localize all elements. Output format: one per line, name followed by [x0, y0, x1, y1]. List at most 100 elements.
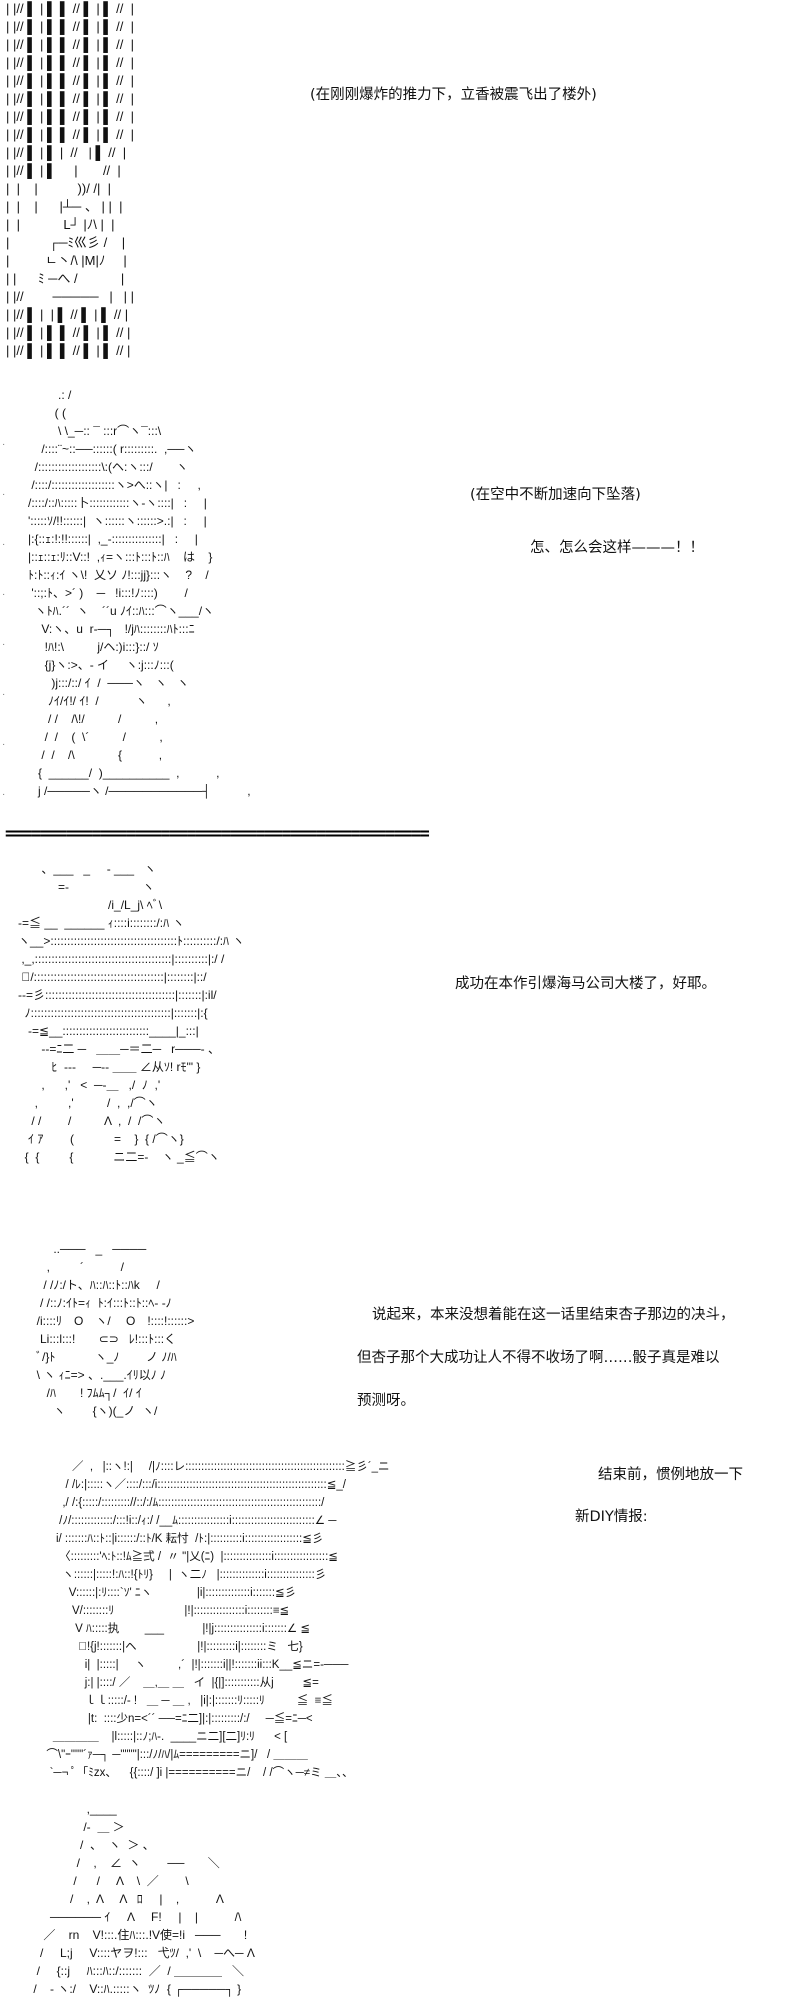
ascii-art-line: )j:::/::/ ｲ / ───ヽ ヽ ヽ [8, 676, 189, 690]
ascii-art-line: /::::¨~::──::::::( r:::::::::. ,──ヽ [8, 442, 197, 456]
ascii-art-line: ／ , |::ヽ!:| /|ﾉ::::レ::::::::::::::::::::… [40, 1461, 390, 1473]
ascii-art-line: | |// ▌ | ▌ ▌ // ▌ | ▌ // | [6, 73, 134, 88]
ascii-art-line: |:{::ｪ:!:!!::::::| ,_‐:::::::::::::::| :… [8, 532, 198, 546]
ascii-art-line: /:::::::::::::::::::\:(ヘ:ヽ:::/ ヽ [8, 460, 189, 474]
ascii-art-line: i| |:::::| ヽ ,´ |!|:::::::i||!:::::::ii:… [40, 1659, 349, 1671]
caption-panel-1: (在刚刚爆炸的推力下，立香被震飞出了楼外) [310, 87, 597, 103]
ascii-art-line: , ,' / , ,/⌒ヽ [8, 1096, 158, 1110]
ascii-art-line: / , ∠ ヽ ── ＼ [30, 1856, 220, 1870]
ascii-art-line: | |// ───── | | | [6, 289, 134, 304]
ascii-art-line: ‐=≦__::::::::::::::::::::::::::____|_:::… [8, 1024, 199, 1038]
ascii-art-line: /::::/:::::::::::::::::::ヽ>へ::ヽ| : , [8, 478, 201, 492]
ascii-art-line: | |// ▌ | ▌ ▌ // ▌ | ▌ // | [6, 343, 131, 358]
ascii-art-line: ,/ /:{:::::/::::::::://::/:/ﾑ:::::::::::… [40, 1497, 325, 1509]
ascii-art-line: .: / [8, 388, 72, 402]
ascii-art-line: ヽ {ヽ)(_ノ ヽ/ [10, 1404, 158, 1418]
ascii-art-line: V:ヽ、u r‐─┐ !/jﾊ::::::::ﾊﾄ:::ﾆ [8, 622, 195, 636]
ascii-art-line: / L;j V::::ヤヲ!::: 弋ﾂ/ ,' \ ─へ─ Λ [30, 1946, 255, 1960]
ascii-art-panel-4: ..─── _ ──── , ´ / / /ﾉ:/ト、ﾊ::ﾊ::ﾄ::ﾊk /… [10, 1240, 194, 1420]
ascii-art-line: Li:::l:::! ⊂⊃ ﾚ!:::ﾄ:::く [10, 1332, 177, 1346]
ascii-art-line: '::;:ﾄ、>´ ) ─ !i:::!ﾉ::::) / [8, 586, 188, 600]
margin-dots: ········ [2, 439, 6, 800]
ascii-art-line: / / /\ { , [8, 748, 163, 762]
ascii-art-line: ,____ [30, 1802, 117, 1816]
ascii-art-line: ﾞ/}ﾄ ヽ_ﾉ ノ ﾉ/ﾊ [10, 1350, 177, 1364]
ascii-art-line: |t: ::::少n=<´´ ──=ﾆ二]|:|:::::::::/:/ ─≦=… [40, 1713, 313, 1725]
ascii-art-line: | | ﾐ ─へ / | [6, 271, 125, 286]
ascii-art-line: | |// ▌ | ▌ ▌ // ▌ | ▌ // | [6, 325, 131, 340]
ascii-art-line: ‐‐=彡::::::::::::::::::::::::::::::::::::… [8, 988, 217, 1002]
ascii-art-line: ｌｌ:::::/‐ ! ＿ ─ ＿ , |i|:|:::::::ﾘ:::::ﾘ … [40, 1695, 333, 1707]
ascii-art-line: ﾄ:ﾄ::ｨ:ｲ ヽ\! 乂ソ ﾉ!:::jj}:::ヽ ? / [8, 568, 209, 582]
ascii-art-line: ﾉｲ/ｲ!/ ｲ! / ヽ , [8, 694, 171, 708]
ascii-art-line: ヽﾄﾊ.´´ ヽ ´´u ﾉｲ::ﾊ:::⌒ヽ___/ヽ [8, 604, 215, 618]
ascii-art-line: /::::/::ﾊ:::::卜::::::::::::ヽ‐ヽ::::| : | [8, 496, 207, 510]
ascii-art-line: /i_/L_j\ ﾍﾞ\ [8, 898, 163, 912]
ascii-art-line: | |// ▌ | ▌ ▌ // ▌ | ▌ // | [6, 91, 134, 106]
ascii-art-line: | |// ▌ | | ▌ // ▌ | ▌ // | [6, 307, 129, 322]
ascii-art-line: { { { ニ二=‐ ヽ _≦⌒ヽ [8, 1150, 220, 1164]
ascii-art-line: / / ( \´ / , [8, 730, 163, 744]
ascii-art-line: / / /\!/ / , [8, 712, 159, 726]
caption-panel-4-line-2: 但杏子那个大成功让人不得不收场了啊……骰子真是难以 [357, 1350, 720, 1366]
ascii-art-line: | |// ▌ | ▌ ▌ // ▌ | ▌ // | [6, 1, 134, 16]
ascii-art-line: ':::::ｿ/!!::::::| ヽ::::::ヽ::::::>.:| : | [8, 514, 207, 528]
ascii-art-line: / /::ﾉ:ｲﾄ=ｨ ﾄ:ｲ:::ﾄ::ﾄ::ﾍ‐ ‐ﾉ [10, 1296, 172, 1310]
ascii-art-line: ( ( [8, 406, 67, 420]
ascii-art-panel-6: ,____ /‐ ＿ ＞ / 、 ヽ ＞ 、 / , ∠ ヽ ── ＼ / / … [30, 1800, 255, 1998]
ascii-art-panel-2: .: / ( ( \ \_─:: ¯ :::r⌒ヽ¯:::\ /::::¨~::… [8, 386, 251, 800]
ascii-art-line: V/::::::::ﾘ |!|::::::::::::::::i::::::::… [40, 1605, 290, 1617]
ascii-art-line: | |// ▌ | ▌ ▌ // ▌ | ▌ // | [6, 55, 134, 70]
ascii-art-line: ﾟ!{j!:::::::|ヘ |!|:::::::::i|::::::::ミ 七… [40, 1641, 303, 1653]
ascii-art-panel-3: 、___ _ ‐ ___ ヽ =‐ ヽ /i_/L_j\ ﾍﾞ\ ‐=≦ __ … [8, 860, 244, 1166]
ascii-art-line: | |// ▌ | ▌ | // | [6, 163, 121, 178]
ascii-art-panel-1: | |// ▌ | ▌ ▌ // ▌ | ▌ // | | |// ▌ | ▌ ▌… [6, 0, 134, 360]
ascii-art-line: | | | |┴─ 、 | | | [6, 199, 123, 214]
ascii-art-line: ..─── _ ──── [10, 1242, 147, 1256]
ascii-art-line: i/ :::::::ﾊ::ﾄ::|i::::::/::ﾄ/K 耘忖 /ﾄ:|::… [40, 1533, 324, 1545]
caption-panel-2-narration: (在空中不断加速向下坠落) [470, 487, 641, 503]
ascii-art-line: `─¬ ﾟ「ﾐzx、 {{::::/ ]i |==========ニ/ / /⌒… [40, 1767, 354, 1779]
ascii-art-line: ｲ ｱ ( = } { /⌒ヽ} [8, 1132, 184, 1146]
ascii-art-line: / / Λ \ ／ \ [30, 1874, 189, 1888]
ascii-art-line: | ㄴ丶/\ |M|ﾉ | [6, 253, 127, 268]
caption-panel-2-dialogue: 怎、怎么会这样———！！ [530, 540, 704, 556]
ascii-art-line: ＿＿＿＿ |l:::::|::ﾉ;ﾊ-. ____ニ二][二]ﾘ:ﾘ < [ [40, 1731, 288, 1743]
ascii-art-line: ,_,:::::::::::::::::::::::::::::::::::::… [8, 952, 225, 966]
caption-panel-5-line-1: 结束前，惯例地放一下 [598, 1467, 743, 1483]
ascii-art-line: V::::::|:ﾘ::::`ｿ' ﾆヽ |i|::::::::::::::i:… [40, 1587, 297, 1599]
ascii-art-line: j /─────ヽ /───────────┤ , [8, 784, 251, 798]
ascii-art-line: , ´ / [10, 1260, 125, 1274]
ascii-art-line: | |// ▌ | ▌ ▌ // ▌ | ▌ // | [6, 109, 134, 124]
ascii-art-line: 、___ _ ‐ ___ ヽ [8, 862, 157, 876]
ascii-art-line: | |// ▌ | ▌ ▌ // ▌ | ▌ // | [6, 37, 134, 52]
ascii-art-line: / / / Λ , / /⌒ヽ [8, 1114, 166, 1128]
ascii-art-line: \ \_─:: ¯ :::r⌒ヽ¯:::\ [8, 424, 162, 438]
ascii-art-line: ﾋ ‐‐‐ ─‐‐ ＿＿ ∠从ｿ! rﾓ'" } [8, 1060, 201, 1074]
ascii-art-line: { ______/ )__________ , , [8, 766, 220, 780]
ascii-art-line: j:| |::::/ ／ ＿,＿ ＿ イ |{|]:::::::::::从j ≦… [40, 1677, 319, 1689]
ascii-art-line: ﾉ:::::::::::::::::::::::::::::::::::::::… [8, 1006, 208, 1020]
ascii-art-line: /i::::ﾘ O ヽ/ O !::::!::::::> [10, 1314, 195, 1328]
ascii-art-line: V ﾊ:::::执 ___ |!|j:::::::::::::::i::::::… [40, 1623, 311, 1635]
ascii-art-line: ‐‐=ﾆ二 ─ ＿＿─＝二─ r───‐ 、 [8, 1042, 221, 1056]
ascii-art-line: , ,' < ─‐＿ ,/ ﾉ ,' [8, 1078, 161, 1092]
ascii-art-line: /ﾉ/:::::::::::::/:::!i::/ｨ:/ /__ﾑ:::::::… [40, 1515, 337, 1527]
ascii-art-line: /ﾊ ! ﾌﾑﾑ┐/ ｲ/ ｲ [10, 1386, 142, 1400]
caption-panel-4-line-1: 说起来，本来没想着能在这一话里结束杏子那边的决斗， [372, 1307, 735, 1323]
ascii-art-line: |::ｪ::ｪ:ﾘ::V::! ,ｨ=ヽ:::ﾄ:::ﾄ::ﾊ は } [8, 550, 213, 564]
ascii-art-line: ﾞ/::::::::::::::::::::::::::::::::::::::… [8, 970, 207, 984]
caption-panel-3: 成功在本作引爆海马公司大楼了，好耶。 [455, 976, 716, 992]
ascii-art-line: !ﾊ!:\ j/ヘ:)i:::}::/ ｿ [8, 640, 159, 654]
ascii-art-line: / , Λ Λ ﾛ | , Λ [30, 1892, 224, 1906]
ascii-art-line: ヽ::::::|:::::!:ﾊ::!{ﾄﾘ} | ヽ二ﾉ |:::::::::… [40, 1569, 327, 1581]
ascii-art-line: | | | ))/ /| | [6, 181, 112, 196]
ascii-art-line: / /ﾉ:/ト、ﾊ::ﾊ::ﾄ::ﾊk / [10, 1278, 160, 1292]
caption-panel-4-line-3: 预测呀。 [357, 1393, 415, 1409]
ascii-art-line: / ‐ ヽ:/ V::ﾊ.:::::ヽ ﾂﾉ { ┌─────┐ } [30, 1982, 242, 1996]
ascii-art-line: | |// ▌ | ▌ | // | ▌ // | [6, 145, 127, 160]
ascii-art-line: ／ rn V!:::.住ﾊ:::.!V使=!i ─── ! [30, 1928, 248, 1942]
ascii-art-line: ヽ__>::::::::::::::::::::::::::::::::::::… [8, 934, 245, 948]
ascii-art-line: | |// ▌ | ▌ ▌ // ▌ | ▌ // | [6, 19, 134, 34]
ascii-art-line: | ┌─ﾐ巛彡 / | [6, 235, 126, 250]
